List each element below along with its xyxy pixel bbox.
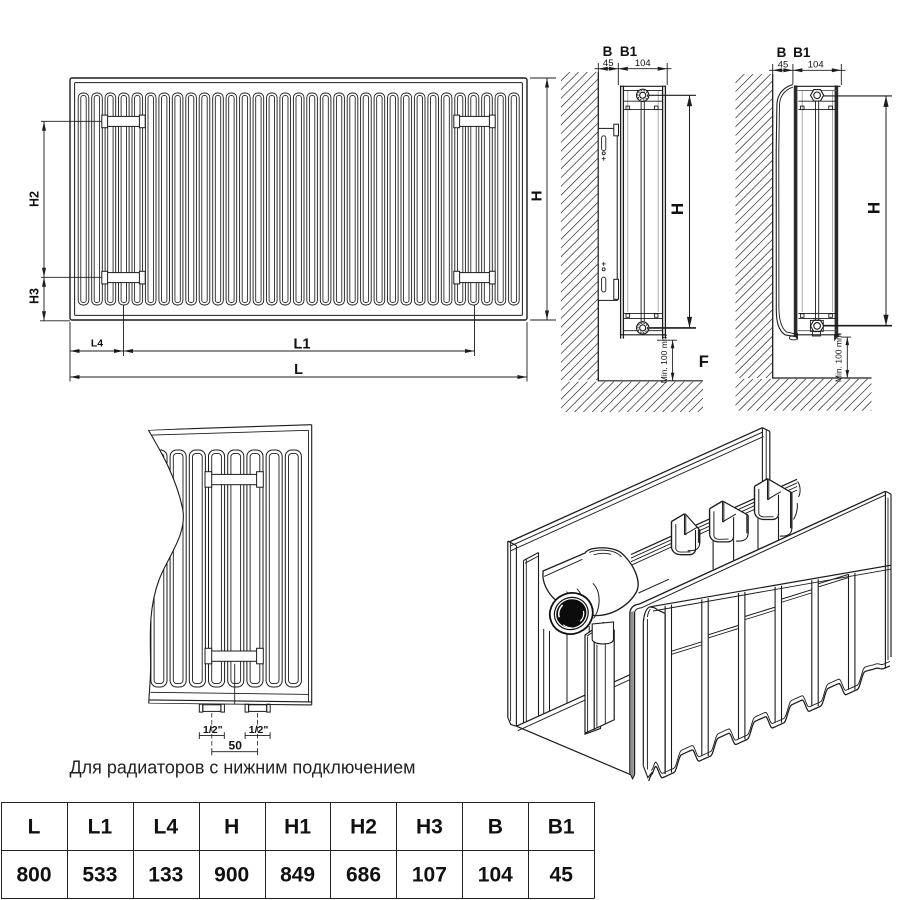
svg-text:104: 104	[478, 864, 513, 887]
svg-text:107: 107	[412, 864, 447, 887]
svg-text:Для радиаторов с нижним подклю: Для радиаторов с нижним подключением	[70, 758, 416, 778]
svg-text:H: H	[668, 203, 687, 215]
svg-text:45: 45	[778, 60, 789, 71]
svg-text:H: H	[224, 816, 239, 839]
svg-text:H3: H3	[28, 288, 42, 304]
svg-text:1/2": 1/2"	[249, 724, 269, 736]
svg-text:H3: H3	[416, 816, 443, 839]
svg-text:F: F	[699, 353, 709, 371]
svg-text:686: 686	[346, 864, 381, 887]
svg-text:H: H	[529, 191, 546, 202]
svg-text:1/2": 1/2"	[203, 724, 223, 736]
svg-text:849: 849	[280, 864, 315, 887]
svg-text:B: B	[777, 45, 787, 60]
svg-text:900: 900	[214, 864, 249, 887]
svg-text:L1: L1	[294, 337, 311, 353]
svg-text:B: B	[488, 816, 503, 839]
svg-text:H1: H1	[284, 816, 311, 839]
svg-text:50: 50	[229, 738, 243, 752]
svg-text:B1: B1	[793, 45, 811, 60]
svg-text:B1: B1	[620, 44, 638, 59]
svg-text:Min. 100 mm: Min. 100 mm	[659, 334, 669, 383]
svg-text:B: B	[603, 44, 613, 59]
svg-text:104: 104	[635, 58, 651, 69]
svg-text:L: L	[294, 362, 303, 378]
svg-text:45: 45	[603, 58, 614, 69]
svg-text:L1: L1	[88, 816, 113, 839]
svg-text:H: H	[865, 202, 884, 214]
svg-text:B1: B1	[548, 816, 575, 839]
svg-text:H2: H2	[28, 191, 42, 207]
svg-text:104: 104	[808, 60, 824, 71]
svg-text:L: L	[28, 816, 41, 839]
svg-text:533: 533	[82, 864, 117, 887]
svg-text:L4: L4	[91, 338, 103, 350]
svg-text:45: 45	[550, 864, 574, 887]
svg-text:133: 133	[148, 864, 183, 887]
svg-text:Min. 100 mm: Min. 100 mm	[834, 333, 844, 382]
svg-text:800: 800	[16, 864, 51, 887]
svg-text:L4: L4	[154, 816, 179, 839]
svg-text:H2: H2	[350, 816, 377, 839]
